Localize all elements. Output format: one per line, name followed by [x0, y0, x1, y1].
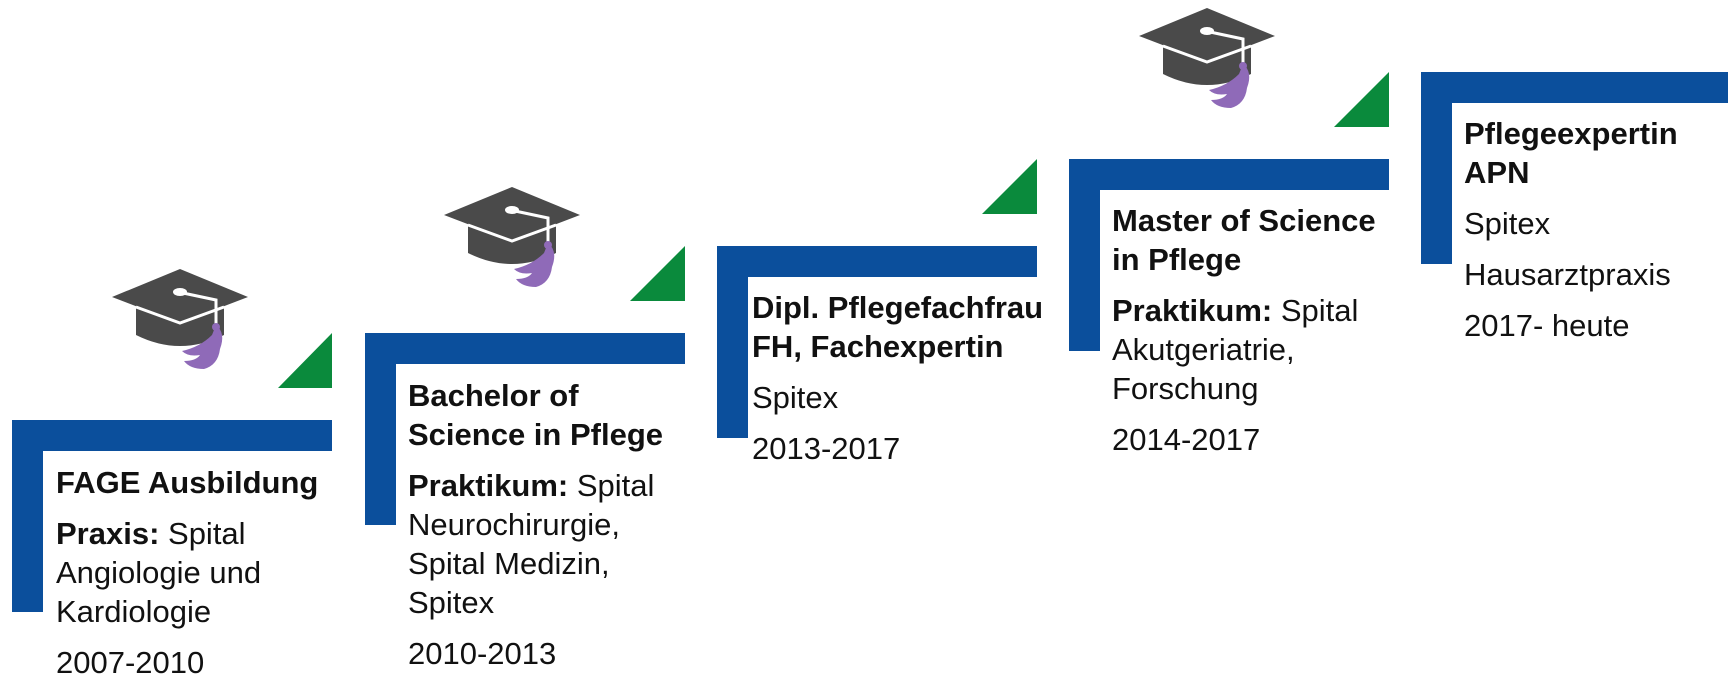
step-bar-vertical	[717, 246, 748, 438]
step-text: Pflegeexpertin APN Spitex Hausarztpraxis…	[1464, 114, 1724, 357]
detail-label: Praxis:	[56, 516, 160, 551]
step-years: 2017- heute	[1464, 308, 1630, 343]
step-detail: Praxis: Spital Angiologie und Kardiologi…	[56, 514, 326, 631]
detail-text: Spital Akutgeriatrie, Forschung	[1112, 293, 1359, 406]
detail-text: Spital Neurochirurgie, Spital Medizin, S…	[408, 468, 655, 620]
step-years: 2010-2013	[408, 636, 557, 671]
step-title: FAGE Ausbildung	[56, 465, 319, 500]
step-bar-vertical	[365, 333, 396, 525]
step-text: Dipl. Pflegefachfrau FH, Fachexpertin Sp…	[752, 288, 1062, 480]
step-detail: Spitex	[1464, 206, 1551, 241]
step-detail: Praktikum: Spital Neurochirurgie, Spital…	[408, 466, 693, 622]
step-bar-vertical	[1421, 72, 1452, 264]
step-bar-vertical	[12, 420, 43, 612]
step-bar-horizontal	[1421, 72, 1728, 103]
step-text: Master of Science in Pflege Praktikum: S…	[1112, 201, 1397, 471]
graduation-cap-icon	[1139, 8, 1275, 108]
step-detail: Spitex	[752, 380, 839, 415]
step-bar-vertical	[1069, 159, 1100, 351]
step-detail: Praktikum: Spital Akutgeriatrie, Forschu…	[1112, 291, 1397, 408]
step-triangle	[1334, 72, 1389, 127]
step-bar-horizontal	[365, 333, 685, 364]
step-triangle	[278, 333, 332, 388]
step-bar-horizontal	[12, 420, 332, 451]
step-years: 2014-2017	[1112, 422, 1261, 457]
graduation-cap-icon	[112, 269, 248, 369]
step-title: Bachelor of Science in Pflege	[408, 378, 663, 452]
step-text: FAGE Ausbildung Praxis: Spital Angiologi…	[56, 463, 326, 694]
step-bar-horizontal	[1069, 159, 1389, 190]
step-title: Master of Science in Pflege	[1112, 203, 1376, 277]
step-title: Dipl. Pflegefachfrau FH, Fachexpertin	[752, 290, 1044, 364]
step-bar-horizontal	[717, 246, 1037, 277]
step-triangle	[630, 246, 685, 301]
graduation-cap-icon	[444, 187, 580, 287]
step-title: Pflegeexpertin APN	[1464, 116, 1678, 190]
step-years: 2007-2010	[56, 645, 205, 680]
step-detail: Hausarztpraxis	[1464, 257, 1671, 292]
step-text: Bachelor of Science in Pflege Praktikum:…	[408, 376, 693, 685]
step-triangle	[982, 159, 1037, 214]
detail-text: Spital Angiologie und Kardiologie	[56, 516, 262, 629]
detail-label: Praktikum:	[408, 468, 569, 503]
detail-label: Praktikum:	[1112, 293, 1273, 328]
step-years: 2013-2017	[752, 431, 901, 466]
